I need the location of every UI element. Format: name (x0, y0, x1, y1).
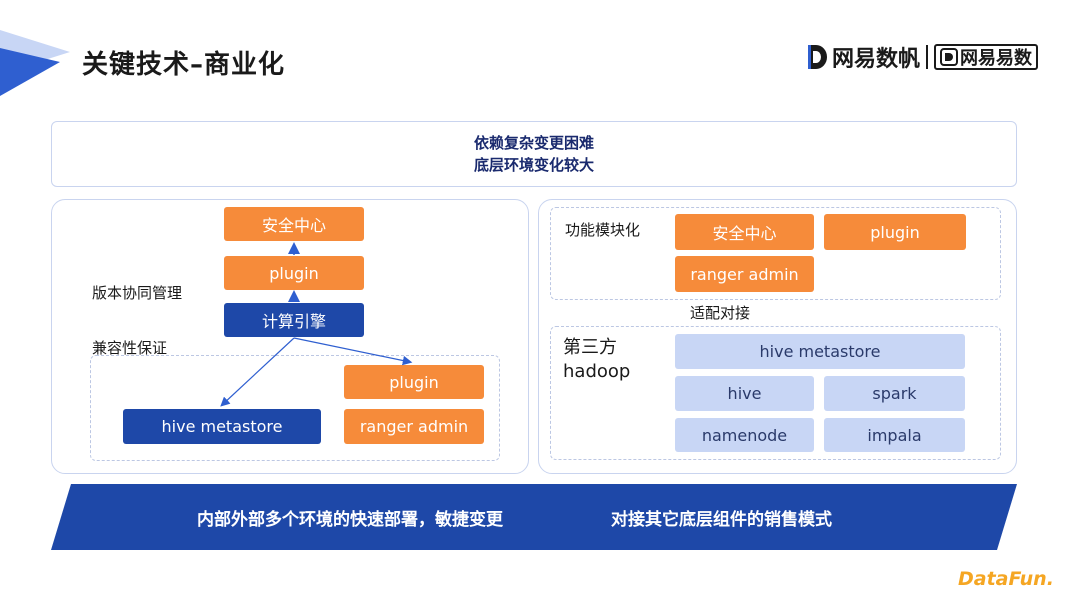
right-ranger-admin-box: ranger admin (675, 256, 814, 292)
brand-name: 网易数帆 (832, 47, 921, 72)
left-plugin-top-box: plugin (224, 256, 364, 290)
right-spark-box: spark (824, 376, 965, 411)
right-impala-box: impala (824, 418, 965, 452)
third-party-line-1: 第三方 (563, 337, 617, 358)
bottom-banner (51, 484, 1017, 550)
challenge-line-1: 依赖复杂变更困难 (473, 134, 594, 152)
right-namenode-box: namenode (675, 418, 814, 452)
left-compat-region (90, 355, 500, 461)
version-coordination-label: 版本协同管理 (92, 284, 183, 302)
module-label: 功能模块化 (565, 221, 641, 239)
bottom-right-text: 对接其它底层组件的销售模式 (611, 510, 832, 530)
right-plugin-box: plugin (824, 214, 966, 250)
datafun-watermark: DataFun. (958, 568, 1054, 590)
right-hive-metastore-box: hive metastore (675, 334, 965, 369)
right-security-center-box: 安全中心 (675, 214, 814, 250)
challenge-line-2: 底层环境变化较大 (473, 156, 594, 174)
brand-name-2: 网易易数 (960, 48, 1033, 69)
page-title: 关键技术–商业化 (82, 50, 286, 80)
netease-shufan-logo-icon (808, 45, 827, 69)
third-party-line-2: hadoop (563, 361, 631, 382)
netease-yishu-logo-icon (940, 48, 959, 66)
compute-engine-box: 计算引擎 (224, 303, 364, 337)
brand-logo: 网易数帆 网易易数 (806, 42, 1039, 72)
corner-decoration-icon (0, 30, 70, 96)
left-hive-metastore-box: hive metastore (123, 409, 321, 444)
right-module-region (550, 207, 1001, 300)
brand-box: 网易易数 (934, 44, 1039, 70)
left-plugin-bottom-box: plugin (344, 365, 484, 399)
third-party-label: 第三方 hadoop (563, 336, 630, 384)
compatibility-label: 兼容性保证 (92, 339, 168, 357)
left-security-center-box: 安全中心 (224, 207, 364, 241)
left-ranger-admin-box: ranger admin (344, 409, 484, 444)
arrow-engine-to-plugin-bottom (293, 337, 413, 366)
challenge-box: 依赖复杂变更困难 底层环境变化较大 (51, 121, 1017, 187)
adapt-label: 适配对接 (690, 304, 751, 322)
bottom-left-text: 内部外部多个环境的快速部署，敏捷变更 (197, 510, 503, 530)
right-third-party-region (550, 326, 1001, 460)
right-hive-box: hive (675, 376, 814, 411)
logo-separator (926, 45, 929, 69)
arrow-engine-to-hive (220, 337, 295, 407)
